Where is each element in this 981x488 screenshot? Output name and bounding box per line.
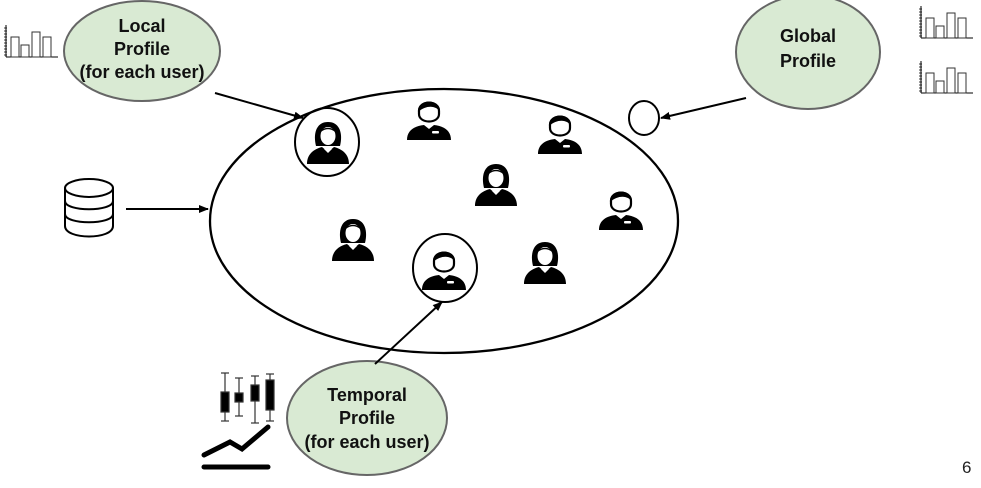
local-profile-arrow (214, 92, 304, 120)
trend-line-icon (201, 424, 271, 470)
bar-chart-icon (918, 60, 974, 94)
user-male-icon[interactable] (405, 100, 453, 142)
svg-text:Local: Local (118, 16, 165, 36)
svg-text:Temporal: Temporal (327, 385, 407, 405)
user-female-icon[interactable] (332, 219, 374, 261)
user-male-icon[interactable] (536, 114, 584, 156)
global-sample-circle (628, 100, 660, 136)
local-profile-line2: Profile (114, 39, 170, 59)
temporal-profile-line3: (for each user) (304, 432, 429, 452)
global-profile-line2: Profile (780, 51, 836, 71)
svg-text:(for each user): (for each user) (304, 432, 429, 452)
user-female-icon[interactable] (307, 122, 349, 164)
svg-text:Profile: Profile (780, 51, 836, 71)
global-profile-bubble[interactable]: Global Profile (735, 0, 881, 110)
bar-chart-icon (918, 5, 974, 39)
local-profile-line1: Local (118, 16, 165, 36)
user-male-icon[interactable] (420, 250, 468, 292)
user-female-icon[interactable] (524, 242, 566, 284)
local-profile-line3: (for each user) (79, 62, 204, 82)
user-population-ellipse (208, 87, 680, 355)
temporal-profile-line2: Profile (339, 408, 395, 428)
local-user-highlight (294, 107, 360, 177)
temporal-user-highlight (412, 233, 478, 303)
user-female-icon[interactable] (475, 164, 517, 206)
svg-text:(for each user): (for each user) (79, 62, 204, 82)
svg-text:Global: Global (780, 26, 836, 46)
temporal-profile-bubble[interactable]: Temporal Profile (for each user) (286, 360, 448, 476)
global-profile-arrow (660, 97, 747, 120)
svg-text:Profile: Profile (114, 39, 170, 59)
local-profile-bubble[interactable]: Local Profile (for each user) (63, 0, 221, 102)
box-plot-icon (220, 372, 275, 424)
database-icon (64, 178, 114, 238)
page-number: 6 (962, 458, 972, 477)
user-male-icon[interactable] (597, 190, 645, 232)
temporal-profile-arrow (374, 301, 443, 365)
global-profile-line1: Global (780, 26, 836, 46)
temporal-profile-line1: Temporal (327, 385, 407, 405)
svg-text:Profile: Profile (339, 408, 395, 428)
bar-chart-icon (3, 24, 59, 58)
